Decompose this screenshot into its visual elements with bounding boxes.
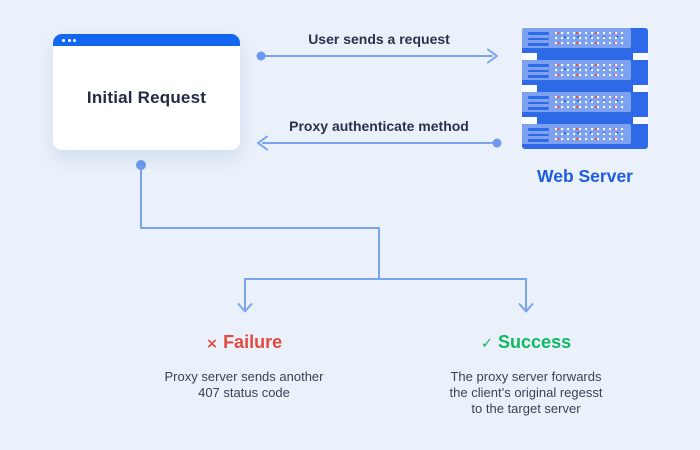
server-led-dots: [555, 95, 626, 109]
success-title: Success: [498, 332, 572, 352]
browser-titlebar: [53, 34, 240, 46]
server-unit: [522, 60, 648, 85]
browser-window: Initial Request: [53, 34, 240, 150]
server-rack-notch: [633, 85, 648, 92]
window-control-dot-icon: [67, 38, 71, 42]
server-vent-bars: [528, 32, 549, 46]
server-unit: [522, 28, 648, 53]
server-unit-panel: [522, 60, 631, 80]
server-rack-notch: [522, 117, 537, 124]
request-arrow: [260, 48, 498, 64]
success-check-icon: ✓: [480, 336, 494, 352]
server-unit: [522, 124, 648, 149]
server-led-dots: [555, 63, 626, 77]
request-arrow-origin-dot: [256, 51, 266, 61]
success-heading: ✓Success: [450, 332, 603, 354]
server-rack-notch: [522, 85, 537, 92]
server-unit-panel: [522, 92, 631, 112]
server-rack-notch: [633, 117, 648, 124]
flow-tree-lines: [140, 167, 534, 313]
web-server-illustration: [522, 28, 648, 149]
failure-description-line: Proxy server sends another: [164, 369, 324, 384]
server-rack-notch: [522, 53, 537, 60]
server-vent-bars: [528, 96, 549, 110]
success-description-line: the client’s original regesst: [449, 385, 603, 400]
auth-arrow-origin-dot: [492, 138, 502, 148]
failure-title: Failure: [223, 332, 283, 352]
server-led-dots: [555, 127, 626, 141]
server-unit-panel: [522, 124, 631, 144]
success-outcome: ✓Success The proxy server forwards the c…: [450, 332, 603, 417]
server-vent-bars: [528, 64, 549, 78]
web-server-label: Web Server: [537, 166, 633, 186]
failure-description: Proxy server sends another 407 status co…: [165, 369, 324, 401]
window-control-dot-icon: [73, 38, 76, 42]
server-unit-panel: [522, 28, 631, 48]
success-description-line: to the target server: [471, 401, 581, 416]
window-control-dot-icon: [62, 38, 65, 42]
auth-arrow-label: Proxy authenticate method: [289, 118, 469, 134]
failure-heading: ×Failure: [165, 332, 324, 354]
server-rack-notch: [633, 53, 648, 60]
failure-outcome: ×Failure Proxy server sends another 407 …: [165, 332, 324, 401]
server-unit: [522, 92, 648, 117]
browser-window-title: Initial Request: [86, 88, 207, 107]
flow-origin-dot: [136, 160, 146, 170]
server-led-dots: [555, 31, 626, 45]
server-vent-bars: [528, 128, 549, 142]
request-arrow-label: User sends a request: [308, 31, 450, 47]
success-description-line: The proxy server forwards: [450, 369, 602, 384]
auth-arrow: [257, 135, 498, 151]
failure-description-line: 407 status code: [198, 385, 290, 400]
success-description: The proxy server forwards the client’s o…: [450, 369, 603, 417]
failure-x-icon: ×: [205, 336, 219, 352]
